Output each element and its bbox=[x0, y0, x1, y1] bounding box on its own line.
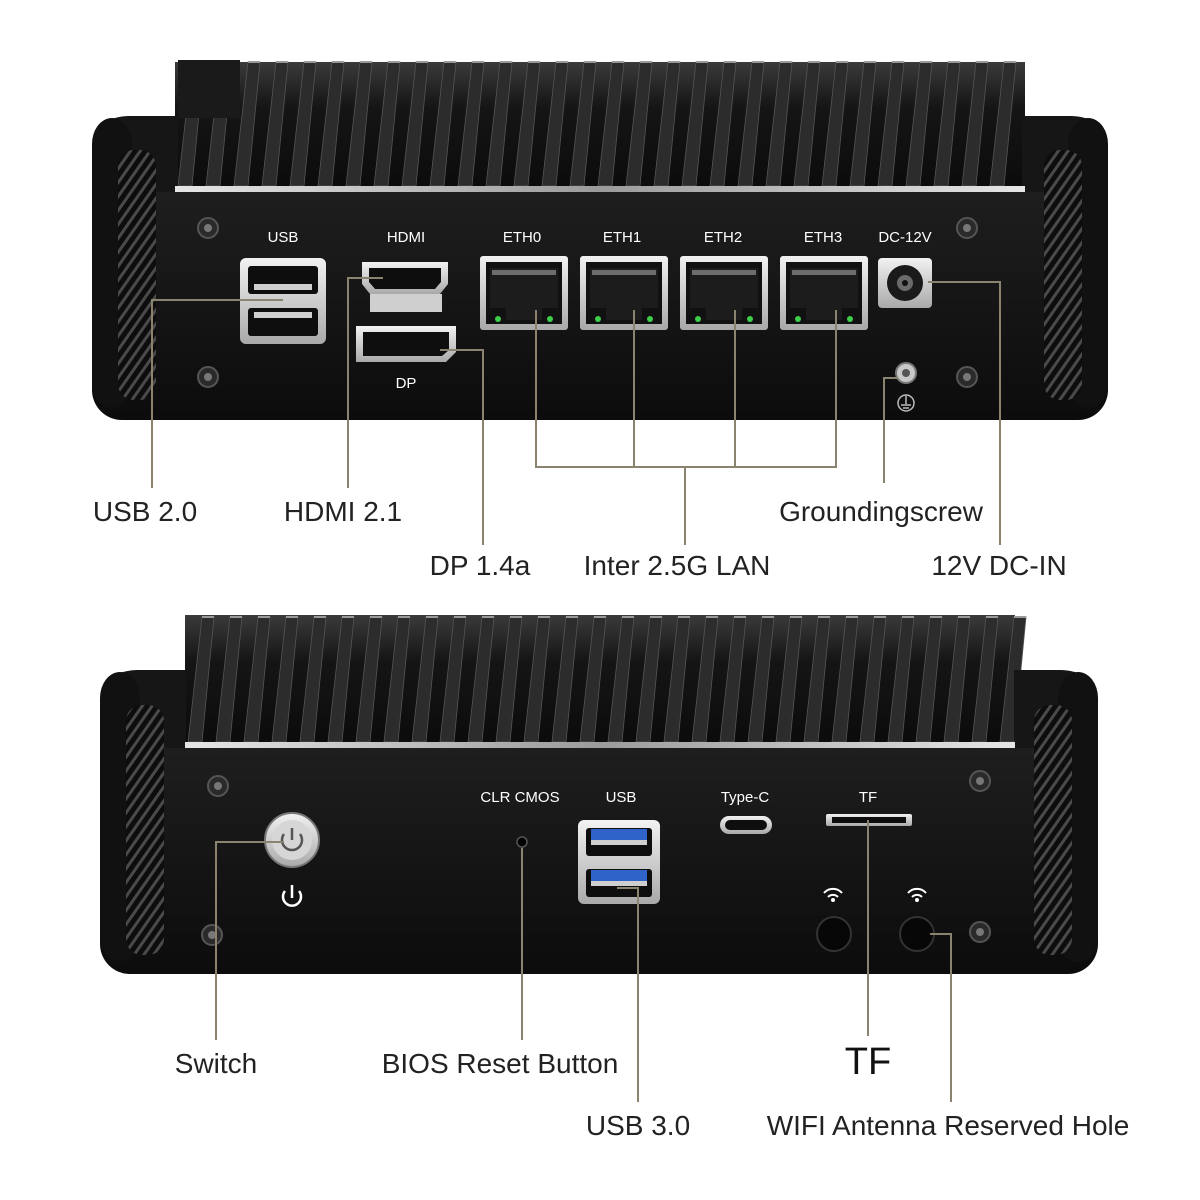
callout-dc-in: 12V DC-IN bbox=[931, 550, 1066, 581]
wifi-antenna-hole bbox=[899, 916, 935, 952]
type-c-port bbox=[720, 816, 772, 834]
screw-icon bbox=[201, 924, 223, 946]
power-symbol-icon bbox=[281, 885, 303, 907]
dc-port-label: DC-12V bbox=[878, 229, 931, 246]
ethernet-port bbox=[780, 256, 868, 330]
callout-dp: DP 1.4a bbox=[430, 550, 531, 581]
tf-label: TF bbox=[859, 789, 877, 806]
wifi-icon bbox=[907, 887, 927, 902]
vent-left-front bbox=[126, 705, 164, 955]
eth1-port-label: ETH1 bbox=[603, 229, 641, 246]
eth2-port-label: ETH2 bbox=[704, 229, 742, 246]
callout-grounding-screw: Groundingscrew bbox=[779, 496, 984, 527]
screw-icon bbox=[969, 921, 991, 943]
callout-wifi-antenna: WIFI Antenna Reserved Hole bbox=[767, 1110, 1130, 1141]
ethernet-port bbox=[580, 256, 668, 330]
typec-label: Type-C bbox=[721, 789, 770, 806]
callout-lan: Inter 2.5G LAN bbox=[584, 550, 771, 581]
callout-usb3: USB 3.0 bbox=[586, 1110, 690, 1141]
heatsink-fins-back bbox=[175, 61, 1025, 192]
vent-left-back bbox=[118, 150, 156, 400]
wifi-icon bbox=[823, 887, 843, 902]
back-leader-lines bbox=[151, 277, 1001, 545]
ethernet-port bbox=[680, 256, 768, 330]
heatsink-fins-front bbox=[185, 615, 1027, 747]
callout-usb2: USB 2.0 bbox=[93, 496, 197, 527]
screw-icon bbox=[956, 366, 978, 388]
eth3-port-label: ETH3 bbox=[804, 229, 842, 246]
clr-cmos-hole bbox=[516, 836, 528, 848]
hdmi-port-label: HDMI bbox=[387, 229, 425, 246]
callout-switch: Switch bbox=[175, 1048, 257, 1079]
callout-tf: TF bbox=[845, 1041, 891, 1083]
dp-port bbox=[356, 326, 456, 362]
vent-right-back bbox=[1044, 150, 1082, 400]
front-leader-lines bbox=[215, 820, 952, 1102]
callout-hdmi: HDMI 2.1 bbox=[284, 496, 402, 527]
screw-icon bbox=[956, 217, 978, 239]
hdmi-port bbox=[362, 262, 448, 312]
dp-port-label: DP bbox=[396, 375, 417, 392]
ethernet-port bbox=[480, 256, 568, 330]
grounding-screw-icon bbox=[895, 362, 917, 412]
screw-icon bbox=[197, 217, 219, 239]
clr-cmos-label: CLR CMOS bbox=[480, 789, 559, 806]
wifi-antenna-hole bbox=[816, 916, 852, 952]
screw-icon bbox=[969, 770, 991, 792]
usb3-port-stack bbox=[578, 820, 660, 904]
screw-icon bbox=[197, 366, 219, 388]
back-panel-device: USB HDMI ETH0 ETH1 ETH2 ETH3 DC-12V DP bbox=[92, 60, 1108, 420]
power-button bbox=[264, 812, 320, 868]
screw-icon bbox=[207, 775, 229, 797]
ethernet-ports bbox=[480, 256, 868, 330]
callout-bios-reset: BIOS Reset Button bbox=[382, 1048, 619, 1079]
dc-jack bbox=[878, 258, 932, 308]
vent-right-front bbox=[1034, 705, 1072, 955]
usb-front-label: USB bbox=[606, 789, 637, 806]
usb-port-label: USB bbox=[268, 229, 299, 246]
top-rim-front bbox=[185, 742, 1015, 750]
top-rim-back bbox=[175, 186, 1025, 194]
eth0-port-label: ETH0 bbox=[503, 229, 541, 246]
front-panel-device: CLR CMOS USB Type-C TF bbox=[100, 615, 1098, 974]
